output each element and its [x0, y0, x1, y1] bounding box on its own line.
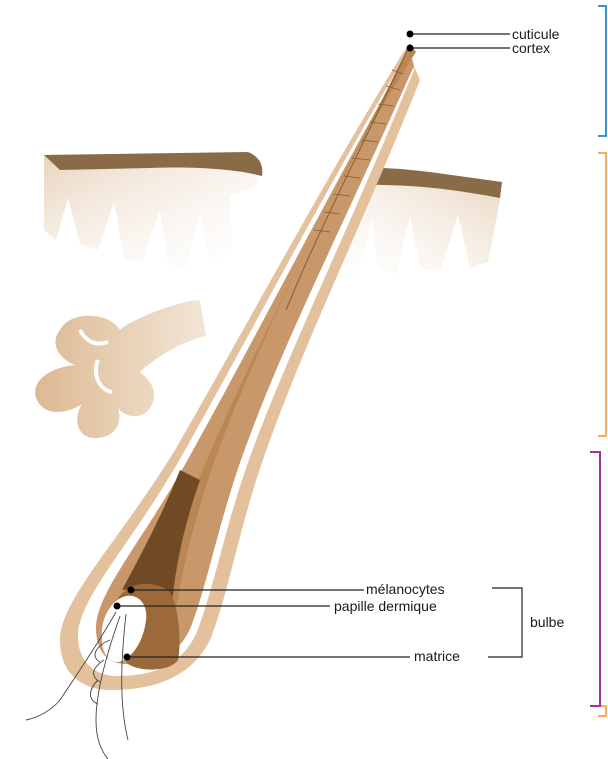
purple-bracket: [590, 452, 600, 706]
sebaceous-gland: [35, 300, 206, 438]
label-papilla: papille dermique: [334, 598, 437, 614]
label-bulb: bulbe: [530, 614, 564, 630]
blue-bracket: [598, 6, 606, 136]
label-cortex: cortex: [512, 40, 550, 56]
label-melanocytes: mélanocytes: [366, 581, 445, 597]
label-matrix: matrice: [414, 648, 460, 664]
skin-left: [44, 152, 262, 268]
